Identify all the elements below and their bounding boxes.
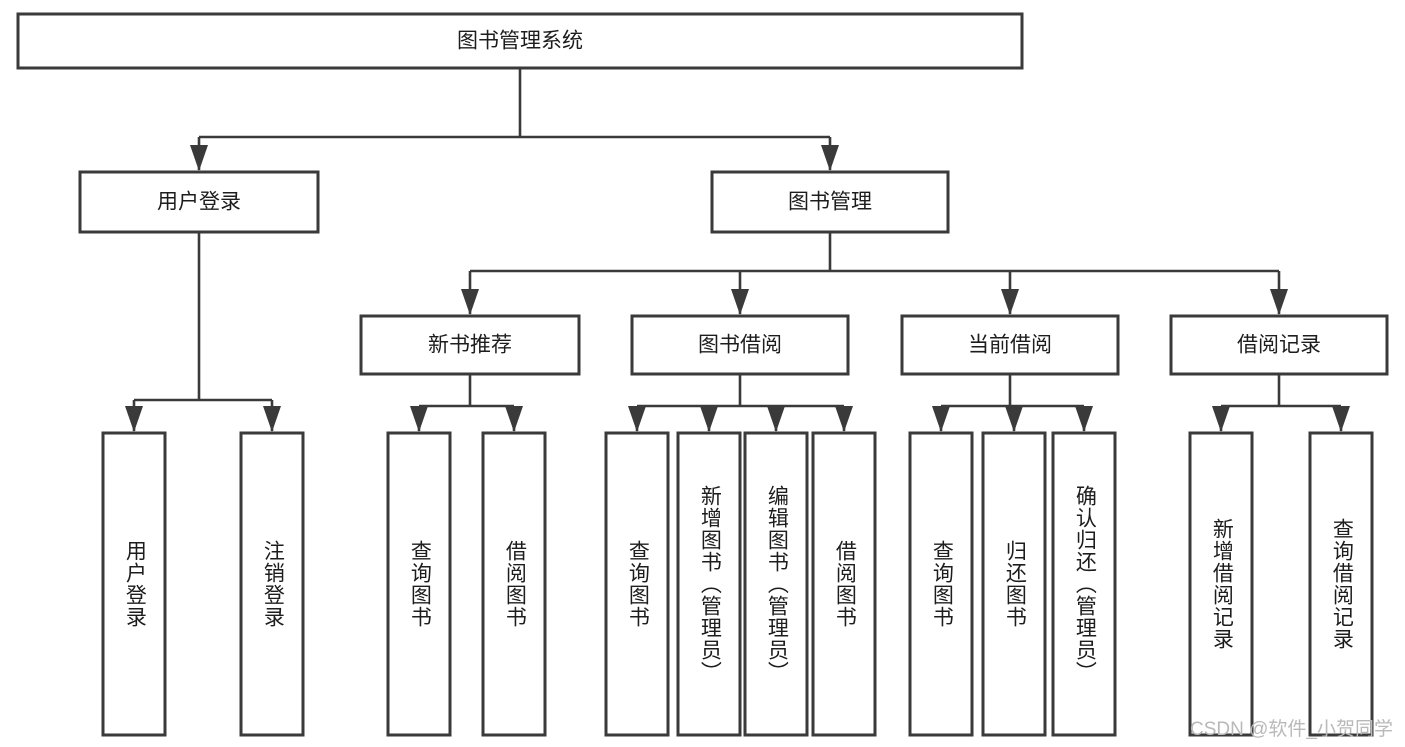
node-leaf-query-book-2[interactable] xyxy=(604,431,670,737)
arrow-head-icon xyxy=(700,406,718,432)
arrow-head-icon xyxy=(1075,406,1093,432)
connectors-layer xyxy=(125,68,1350,432)
arrow-head-icon xyxy=(125,406,143,432)
node-book-manage[interactable] xyxy=(710,170,950,234)
arrow-head-icon xyxy=(835,406,853,432)
node-leaf-add-record[interactable] xyxy=(1188,431,1254,737)
arrow-head-icon xyxy=(410,406,428,432)
arrow-head-icon xyxy=(1005,406,1023,432)
arrow-head-icon xyxy=(628,406,646,432)
node-user-login[interactable] xyxy=(78,170,320,234)
node-borrow-record[interactable] xyxy=(1169,314,1389,376)
node-root-图书管理系统[interactable] xyxy=(16,12,1024,70)
arrow-head-icon xyxy=(505,406,523,432)
arrow-head-icon xyxy=(1001,289,1019,315)
node-leaf-query-book-1[interactable] xyxy=(386,431,452,737)
node-leaf-return-book[interactable] xyxy=(981,431,1047,737)
node-leaf-user-login[interactable] xyxy=(101,431,167,737)
node-leaf-edit-book[interactable] xyxy=(743,431,809,737)
arrow-head-icon xyxy=(1332,406,1350,432)
node-new-book-rec-label: 新书推荐 xyxy=(428,334,512,357)
arrow-head-icon xyxy=(932,406,950,432)
node-book-borrow-label: 图书借阅 xyxy=(698,334,782,357)
node-current-borrow[interactable] xyxy=(900,314,1120,376)
node-leaf-borrow-book-1[interactable] xyxy=(481,431,547,737)
arrow-head-icon xyxy=(821,145,839,171)
node-leaf-confirm-return[interactable] xyxy=(1051,431,1117,737)
arrow-head-icon xyxy=(1270,289,1288,315)
node-book-manage-label: 图书管理 xyxy=(788,191,872,214)
node-leaf-query-book-3[interactable] xyxy=(908,431,974,737)
arrow-head-icon xyxy=(461,289,479,315)
node-leaf-add-book[interactable] xyxy=(676,431,742,737)
node-current-borrow-label: 当前借阅 xyxy=(968,334,1052,357)
node-user-login-label: 用户登录 xyxy=(157,191,241,214)
node-leaf-borrow-book-2[interactable] xyxy=(811,431,877,737)
arrow-head-icon xyxy=(190,145,208,171)
boxes-layer xyxy=(16,12,1389,737)
node-leaf-logout[interactable] xyxy=(239,431,305,737)
node-borrow-record-label: 借阅记录 xyxy=(1237,334,1321,357)
arrow-head-icon xyxy=(731,289,749,315)
node-new-book-rec[interactable] xyxy=(359,314,581,376)
arrow-head-icon xyxy=(263,406,281,432)
arrow-head-icon xyxy=(767,406,785,432)
node-leaf-query-record[interactable] xyxy=(1308,431,1374,737)
node-book-borrow[interactable] xyxy=(630,314,850,376)
arrow-head-icon xyxy=(1212,406,1230,432)
csdn-watermark: CSDN @软件_小贺同学 xyxy=(1190,719,1393,740)
node-root-label: 图书管理系统 xyxy=(457,30,583,53)
